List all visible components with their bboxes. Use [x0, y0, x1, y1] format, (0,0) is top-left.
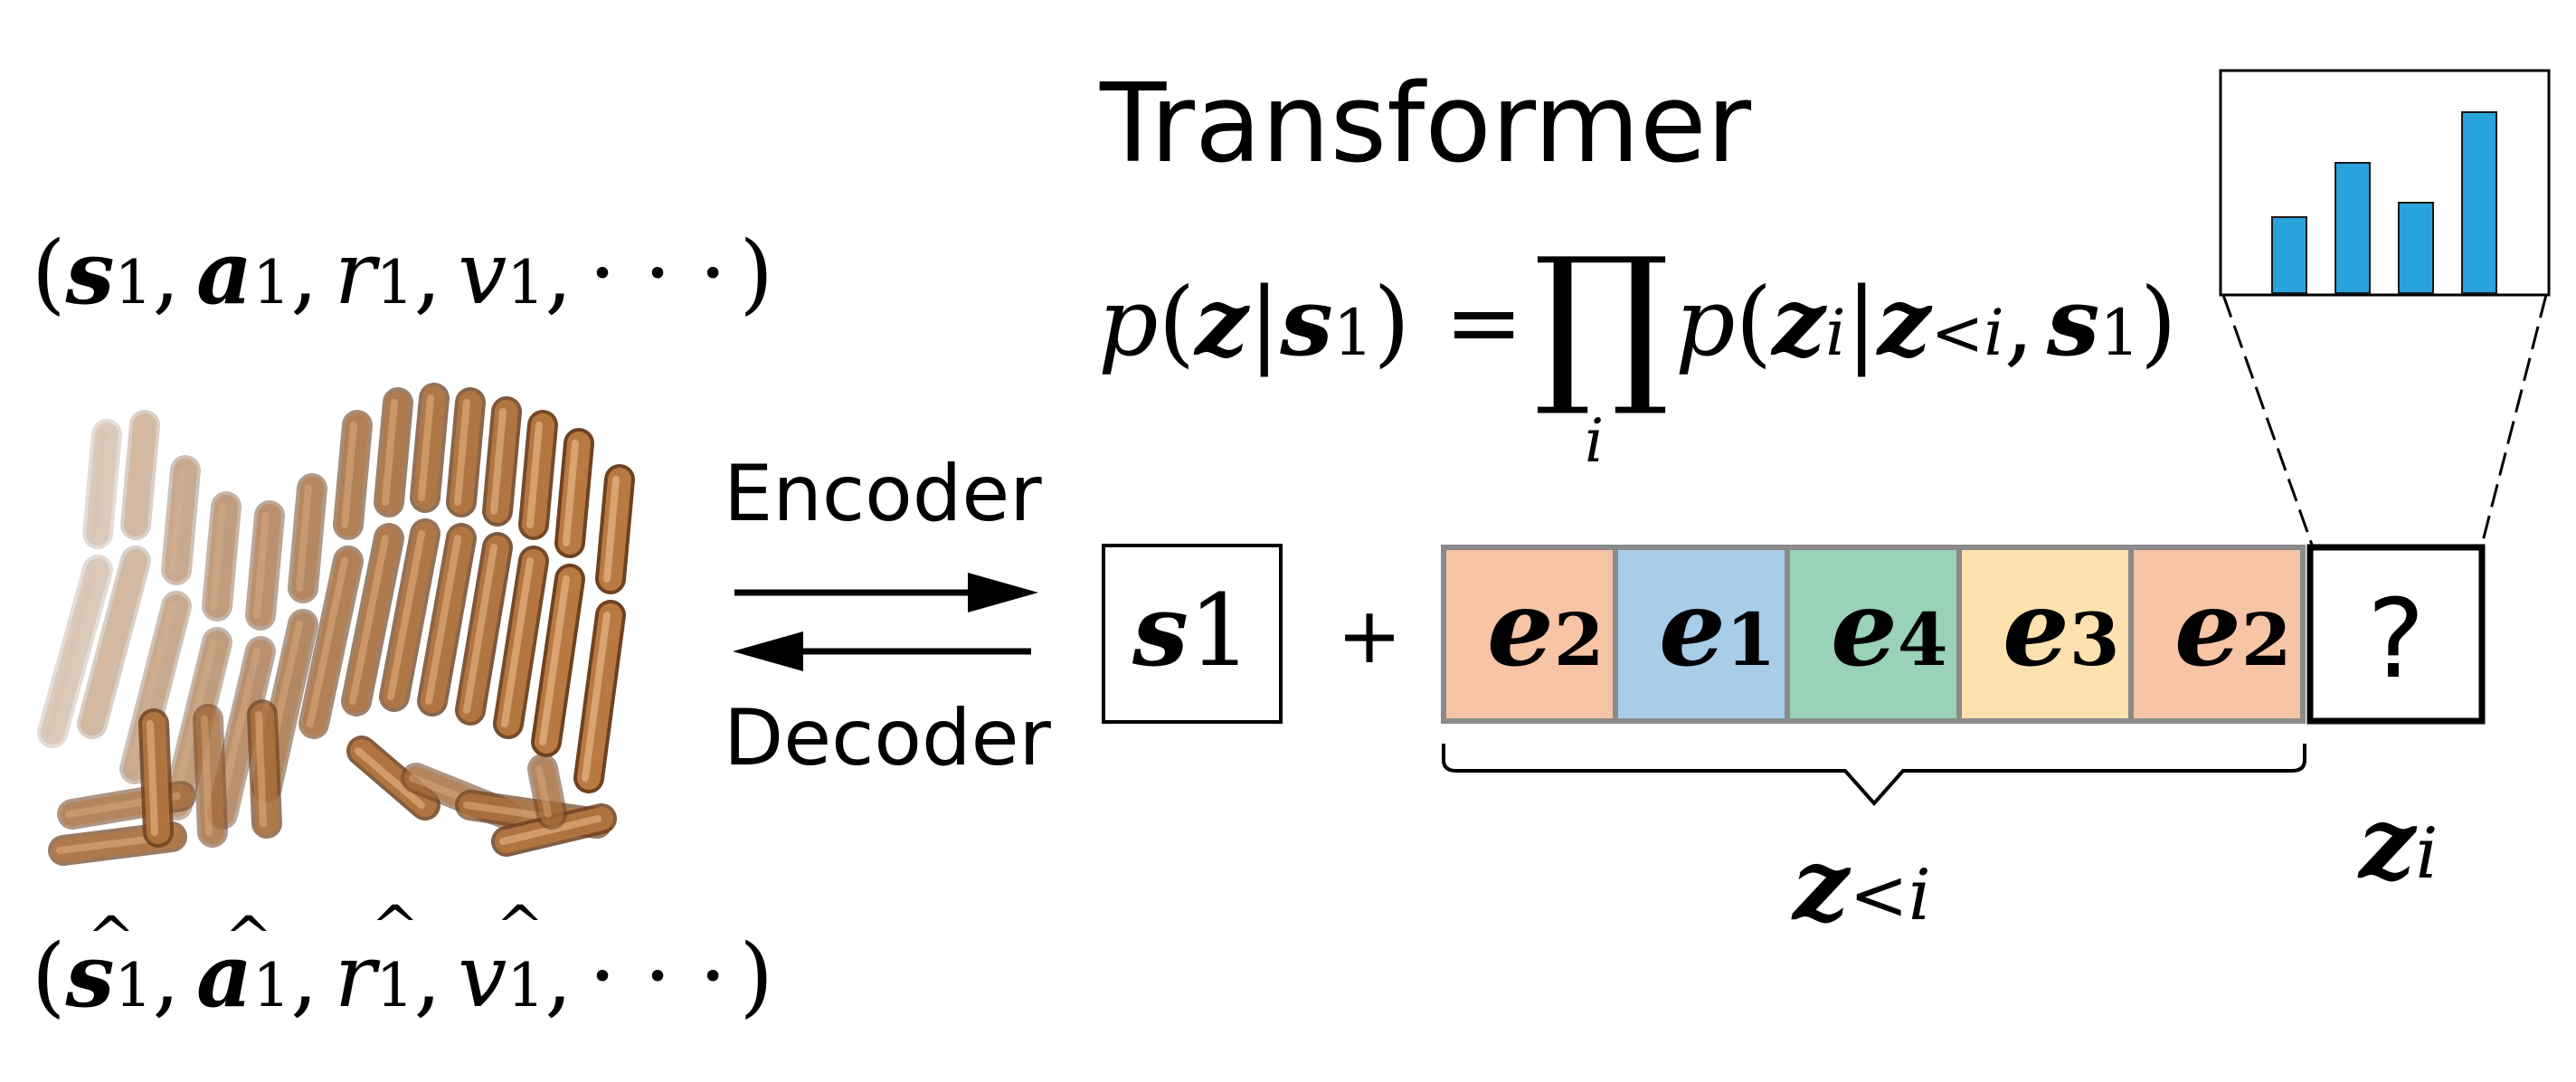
- svg-text:p(zi|z<i,s1): p(zi|z<i,s1): [1675, 266, 2177, 377]
- token-label: e1: [1659, 567, 1776, 690]
- hat-accent: ^: [496, 894, 545, 961]
- token-label: e4: [1831, 567, 1947, 690]
- hat-accent: ^: [224, 905, 273, 972]
- token-cell: [2128, 545, 2306, 724]
- factorization-formula: p(z|s1)= ∏ i p(zi|z<i,s1): [1098, 221, 2177, 476]
- decoder-label: Decoder: [724, 693, 1052, 783]
- z-prev-label: z<i: [1791, 826, 1931, 943]
- state-token-label: s1: [1132, 572, 1252, 688]
- svg-text:p(z|s1)=: p(z|s1)=: [1098, 266, 1523, 377]
- token-label: e2: [1487, 567, 1604, 690]
- token-label: e2: [2174, 567, 2291, 690]
- svg-text:(s1,a1,r1,v1,· · ·): (s1,a1,r1,v1,· · ·): [32, 925, 773, 1027]
- transformer-title: Transformer: [1099, 62, 1752, 187]
- token-cell: [1613, 545, 1790, 724]
- token-sequence: e2 e1 e4 e3 e2: [1441, 545, 2306, 724]
- histogram-frame: [2219, 69, 2551, 297]
- histogram-bar: [2271, 216, 2307, 294]
- zoom-line-left: [2221, 294, 2314, 546]
- token-label: e3: [2003, 567, 2119, 690]
- histogram-bar: [2334, 162, 2371, 294]
- plus-sign: +: [1337, 591, 1402, 681]
- hat-accent: ^: [87, 905, 136, 972]
- output-distribution: [2219, 69, 2551, 546]
- unknown-token-label: ?: [2367, 577, 2425, 703]
- token-cell: [1441, 545, 1618, 724]
- unknown-token-box: [2306, 544, 2486, 725]
- z-current-label: zi: [2357, 784, 2438, 901]
- histogram-bar: [2461, 111, 2497, 294]
- zoom-line-right: [2480, 294, 2548, 546]
- walker-robot-illustration: [37, 383, 635, 866]
- product-index: i: [1585, 406, 1604, 476]
- encoder-arrow: [734, 573, 1038, 612]
- encoder-label: Encoder: [724, 449, 1042, 539]
- product-symbol: ∏: [1533, 221, 1670, 421]
- tuple-top: (s1,a1,r1,v1,· · ·): [32, 222, 773, 324]
- decoder-arrow: [733, 631, 1031, 671]
- state-token-box: [1102, 544, 1283, 724]
- histogram-bar: [2398, 202, 2434, 294]
- tuple-bottom: (s1,a1,r1,v1,· · ·) ^ ^ ^ ^: [32, 894, 773, 1027]
- hat-accent: ^: [371, 894, 420, 961]
- sequence-brace: [1442, 744, 2306, 807]
